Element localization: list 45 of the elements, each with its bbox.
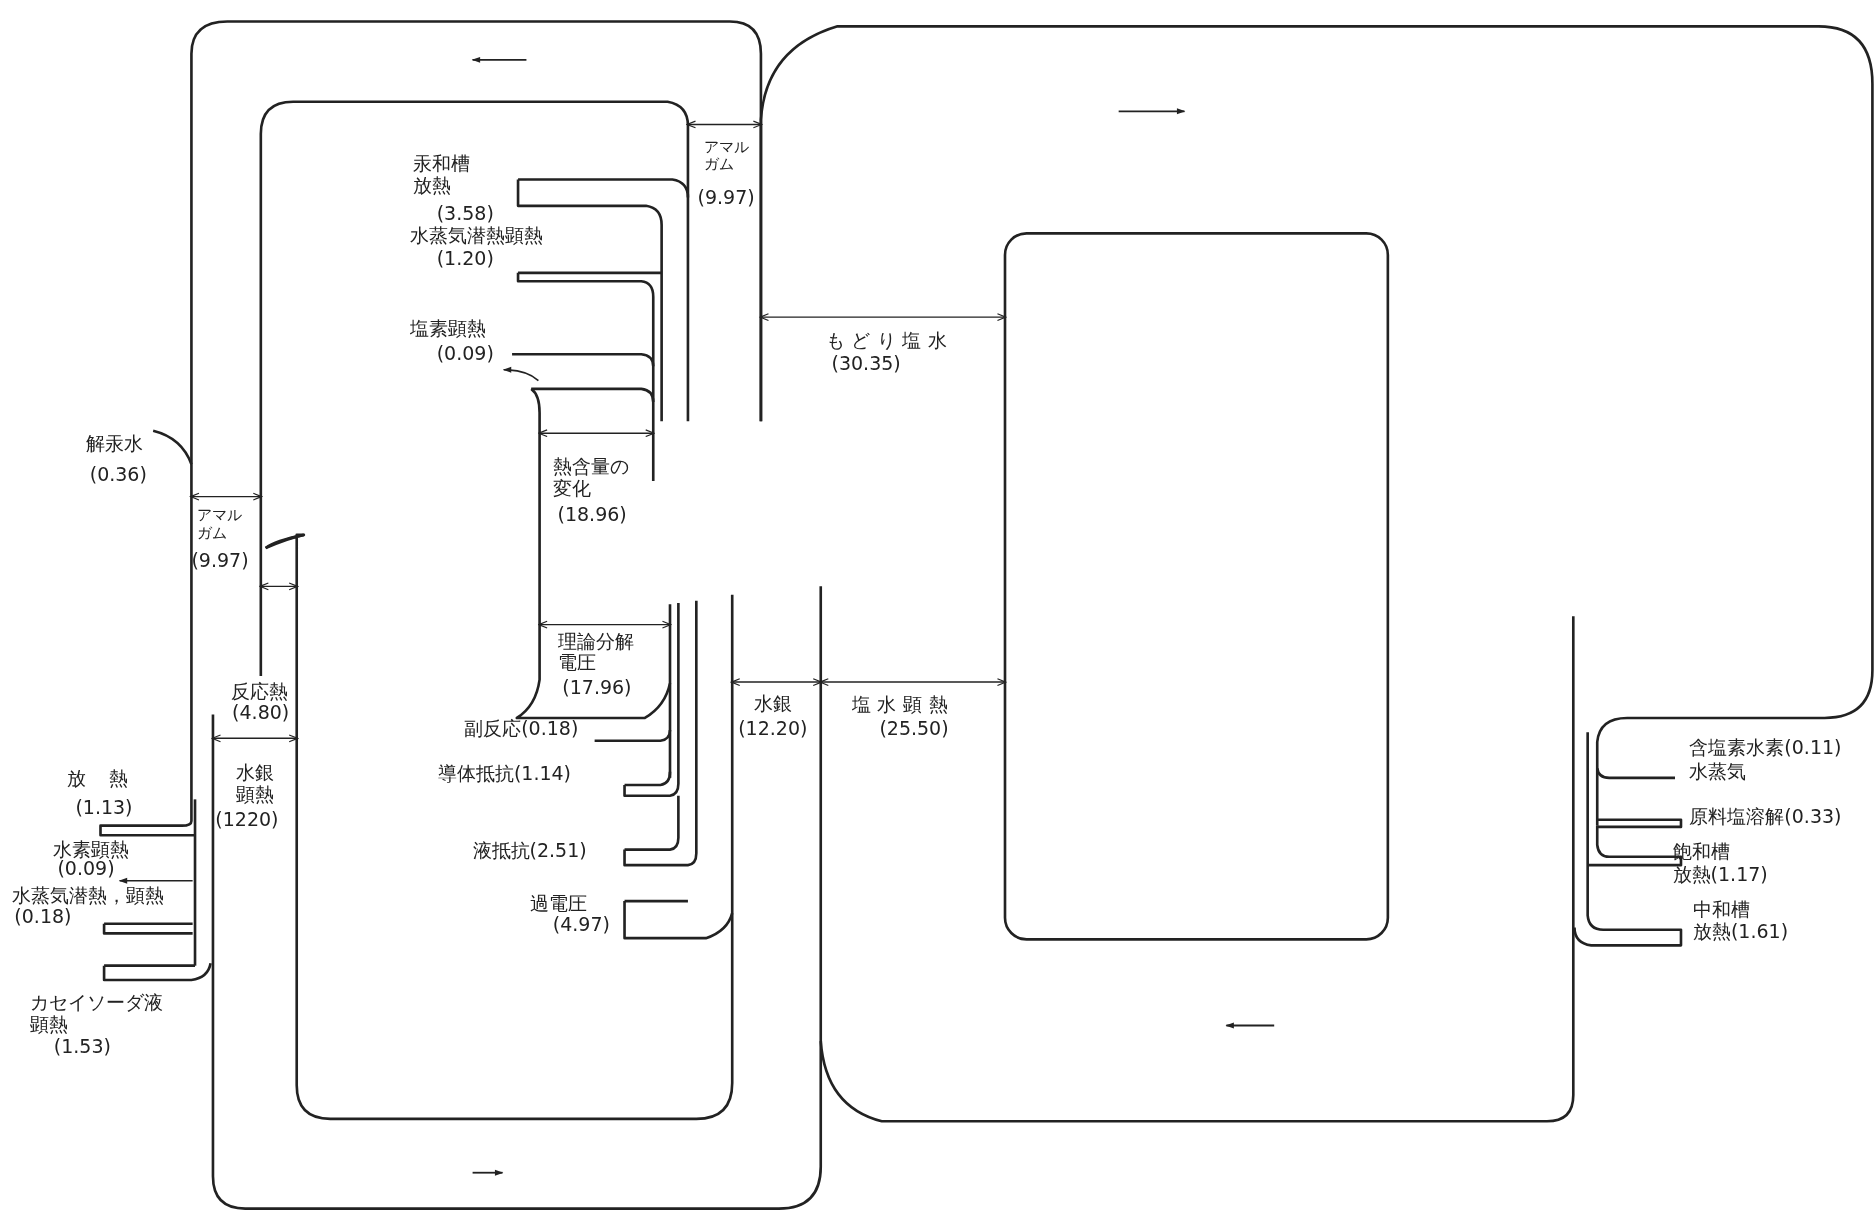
flow-label: (4.80) <box>232 702 290 725</box>
flow-label: (1220) <box>215 808 279 831</box>
flow-label: 水素顕熱 <box>52 838 129 860</box>
flow-label: (0.09) <box>436 343 494 366</box>
flow-label: 副反応(0.18) <box>464 717 579 740</box>
flow-label: 水銀 <box>753 692 792 715</box>
flow-label: 放熱 <box>67 768 151 790</box>
flow-label: 反応熱 <box>230 680 288 703</box>
flow-label: (4.97) <box>552 914 610 936</box>
flow-label: 汞和槽放熱 <box>412 153 471 197</box>
flow-label: (3.58) <box>436 203 494 226</box>
flow-label: (0.36) <box>89 464 147 487</box>
flow-label: (1.20) <box>436 247 494 270</box>
flow-label: (9.97) <box>191 550 249 573</box>
flow-label: 理論分解電圧 <box>557 630 635 675</box>
flow-label: 原料塩溶解(0.33) <box>1689 806 1842 829</box>
flow-label: 水蒸気潜熱顕熱 <box>410 224 544 247</box>
flow-label: (1.53) <box>53 1036 111 1058</box>
flow-label: 塩水顕熱 <box>851 693 955 716</box>
flow-label: (30.35) <box>831 352 901 375</box>
flow-label: 放熱(1.61) <box>1692 921 1789 944</box>
flow-label: (18.96) <box>557 503 627 526</box>
flow-label: 過電圧 <box>530 892 587 915</box>
flow-label: 導体抵抗(1.14) <box>437 763 572 786</box>
flow-label: アマルガム <box>197 507 244 542</box>
flow-label: 水銀顕熱 <box>235 762 275 806</box>
flow-label: 水蒸気潜熱，顕熱 <box>11 885 164 908</box>
flow-label: 解汞水 <box>86 433 144 455</box>
flow-label: (17.96) <box>562 677 632 699</box>
flow-label: (0.18) <box>14 905 72 928</box>
flow-label: 中和槽 <box>1692 898 1750 921</box>
flow-label: 含塩素水素(0.11) <box>1689 737 1842 759</box>
flow-label: 水蒸気 <box>1689 760 1747 783</box>
flow-label: (1.13) <box>75 796 133 819</box>
flow-label: アマルガム <box>703 138 750 174</box>
flow-label: (25.50) <box>879 717 949 740</box>
flow-label: 飽和槽 <box>1672 841 1730 863</box>
flow-label: 熱含量の変化 <box>552 455 630 500</box>
flow-label: 液抵抗(2.51) <box>472 839 587 862</box>
flow-label: (12.20) <box>738 717 808 740</box>
flow-label: もどり塩水 <box>825 330 954 353</box>
flow-label: カセイソーダ液顕熱 <box>29 991 164 1036</box>
flow-label: 塩素顕熱 <box>410 318 487 341</box>
flow-label: 放熱(1.17) <box>1672 863 1768 886</box>
flow-label: (9.97) <box>697 186 755 209</box>
